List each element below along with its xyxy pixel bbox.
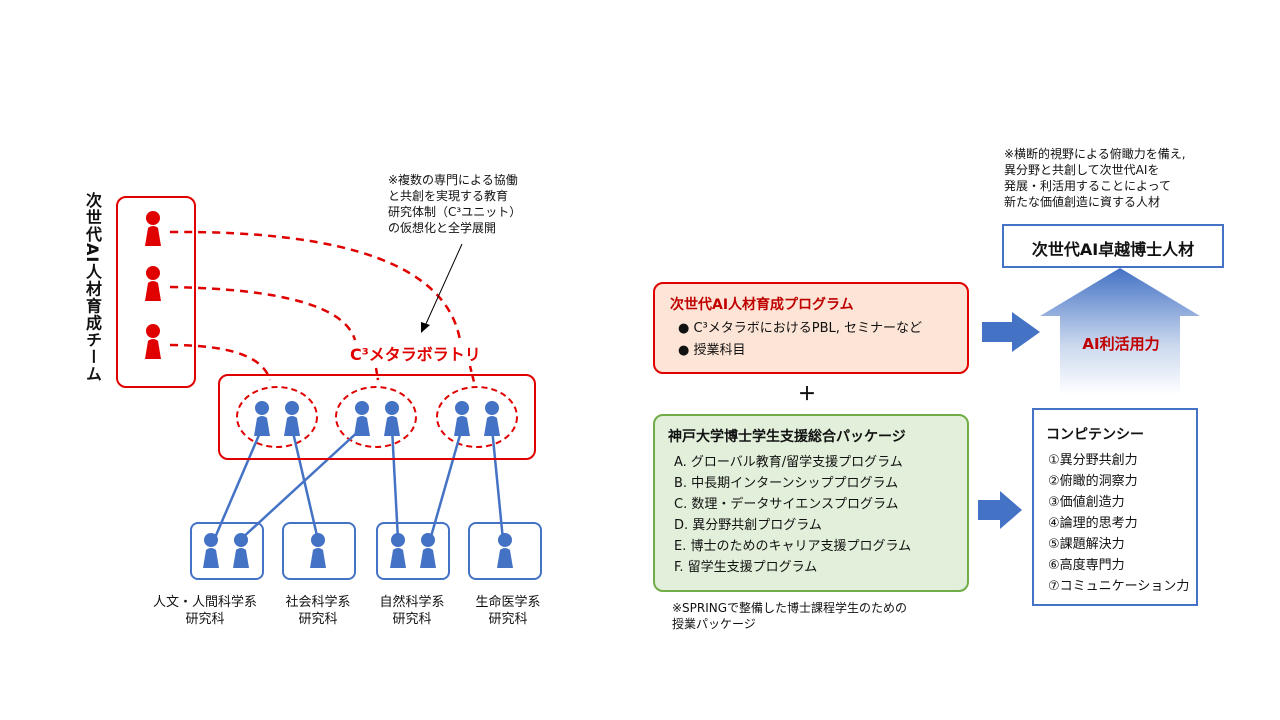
arrow-package-to-competency <box>978 491 1022 529</box>
package-item-f: F. 留学生支援プログラム <box>674 560 818 575</box>
team-label: 次世代AI人材育成チーム <box>83 192 102 383</box>
package-item-e: E. 博士のためのキャリア支援プログラム <box>674 539 912 554</box>
package-title: 神戸大学博士学生支援総合パッケージ <box>668 429 906 445</box>
competency-item-5: ⑤課題解決力 <box>1048 537 1125 552</box>
school-box-life <box>468 522 542 580</box>
upward-arrow <box>1040 268 1200 395</box>
program-item-pbl: ● C³メタラボにおけるPBL, セミナーなど <box>678 321 923 336</box>
competency-item-7: ⑦コミュニケーション力 <box>1048 579 1190 594</box>
ai-power-label: AI利活用力 <box>1082 335 1160 353</box>
metalab-box <box>218 374 536 460</box>
competency-item-3: ③価値創造力 <box>1048 495 1125 510</box>
school-label-humanities: 人文・人間科学系 研究科 <box>152 595 257 627</box>
competency-item-1: ①異分野共創力 <box>1048 453 1138 468</box>
dashed-link-4 <box>374 367 380 381</box>
school-box-humanities <box>190 522 264 580</box>
competency-list: ①異分野共創力 ②俯瞰的洞察力 ③価値創造力 ④論理的思考力 ⑤課題解決力 ⑥高… <box>1048 450 1189 597</box>
package-box <box>653 414 969 592</box>
package-item-a: A. グローバル教育/留学支援プログラム <box>674 455 903 470</box>
school-box-social <box>282 522 356 580</box>
arrow-program-to-center <box>982 312 1040 352</box>
goal-box <box>1002 224 1224 268</box>
dashed-link-5 <box>468 365 476 383</box>
unit-ellipse-3 <box>436 386 518 448</box>
school-label-social: 社会科学系 研究科 <box>285 595 351 627</box>
competency-title: コンピテンシー <box>1046 427 1144 443</box>
package-item-b: B. 中長期インターンシッププログラム <box>674 476 899 491</box>
competency-item-2: ②俯瞰的洞察力 <box>1048 474 1138 489</box>
package-list: A. グローバル教育/留学支援プログラム B. 中長期インターンシッププログラム… <box>674 452 911 578</box>
package-item-d: D. 異分野共創プログラム <box>674 518 822 533</box>
school-label-natural: 自然科学系 研究科 <box>379 595 445 627</box>
goal-title: 次世代AI卓越博士人材 <box>1031 240 1195 259</box>
collab-note: ※複数の専門による協働 と共創を実現する教育 研究体制（C³ユニット） の仮想化… <box>388 173 522 235</box>
dashed-link-2 <box>169 285 357 341</box>
package-item-c: C. 数理・データサイエンスプログラム <box>674 497 899 512</box>
dashed-link-1 <box>169 230 462 341</box>
metalab-title: C³メタラボラトリ <box>350 345 481 364</box>
competency-item-6: ⑥高度専門力 <box>1048 558 1125 573</box>
program-title: 次世代AI人材育成プログラム <box>670 297 854 313</box>
program-box <box>653 282 969 374</box>
plus-sign: ＋ <box>798 384 816 405</box>
competency-item-4: ④論理的思考力 <box>1048 516 1138 531</box>
school-label-life: 生命医学系 研究科 <box>475 595 541 627</box>
unit-ellipse-1 <box>236 386 318 448</box>
competency-box <box>1032 408 1198 606</box>
school-box-natural <box>376 522 450 580</box>
talent-note: ※横断的視野による俯瞰力を備え, 異分野と共創して次世代AIを 発展・利活用する… <box>1004 147 1186 209</box>
program-item-courses: ● 授業科目 <box>678 343 746 358</box>
team-box <box>116 196 196 388</box>
unit-ellipse-2 <box>335 386 417 448</box>
package-note: ※SPRINGで整備した博士課程学生のための 授業パッケージ <box>672 601 908 631</box>
dashed-link-3 <box>169 343 272 381</box>
